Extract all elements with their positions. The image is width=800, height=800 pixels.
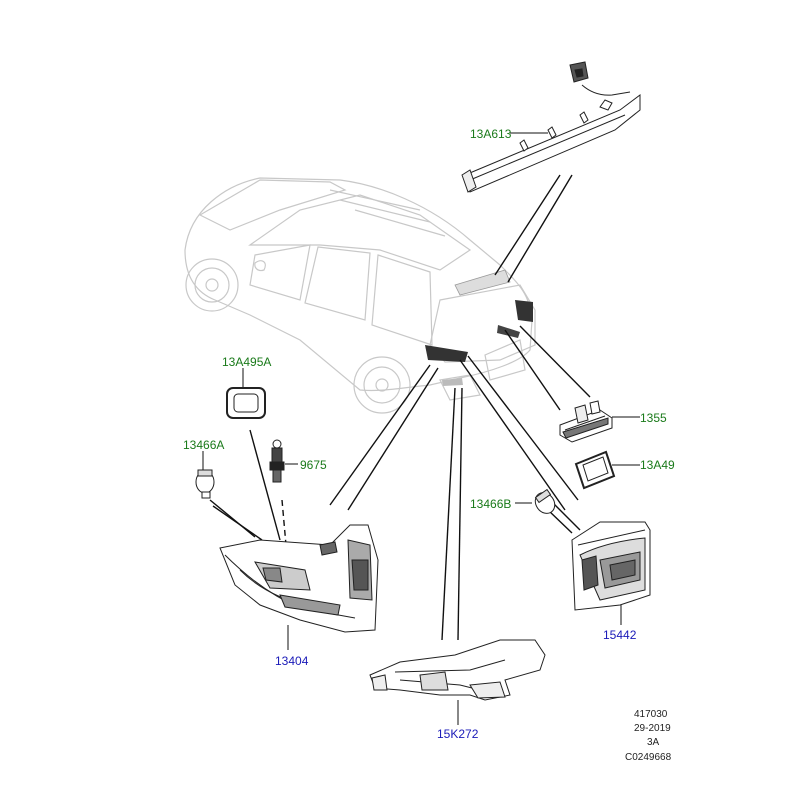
bulb-left <box>195 469 215 499</box>
label-gasket-right: 13A49 <box>640 458 675 472</box>
reflector-lamp <box>369 639 546 701</box>
leader-lines <box>209 174 591 641</box>
tail-lamp-right <box>571 521 651 611</box>
label-tail-lamp-right: 15442 <box>603 628 637 642</box>
label-bulb-right: 13466B <box>470 497 512 511</box>
label-bulb-left: 13466A <box>183 438 225 452</box>
label-bulb-socket: 9675 <box>300 458 327 472</box>
label-gasket-left: 13A495A <box>222 355 272 369</box>
licence-plate-lamp <box>559 400 613 443</box>
label-licence-lamp: 1355 <box>640 411 667 425</box>
callout-leaders <box>202 132 640 725</box>
tail-lamp-left <box>219 524 379 633</box>
bulb-socket <box>269 439 285 483</box>
meta-line-1: 417030 <box>634 709 668 720</box>
vehicle-outline <box>184 177 536 414</box>
label-reflector-lamp: 15K272 <box>437 727 479 741</box>
gasket-left <box>226 387 266 419</box>
meta-line-4: C0249668 <box>625 752 672 763</box>
label-high-mount-lamp: 13A613 <box>470 127 512 141</box>
label-tail-lamp-left: 13404 <box>275 654 309 668</box>
high-mount-stop-lamp <box>461 61 641 193</box>
meta-line-2: 29-2019 <box>634 723 671 734</box>
gasket-right <box>574 450 616 490</box>
meta-line-3: 3A <box>647 737 660 748</box>
bulb-right <box>534 488 556 514</box>
vehicle-lamp-patches <box>425 269 533 386</box>
